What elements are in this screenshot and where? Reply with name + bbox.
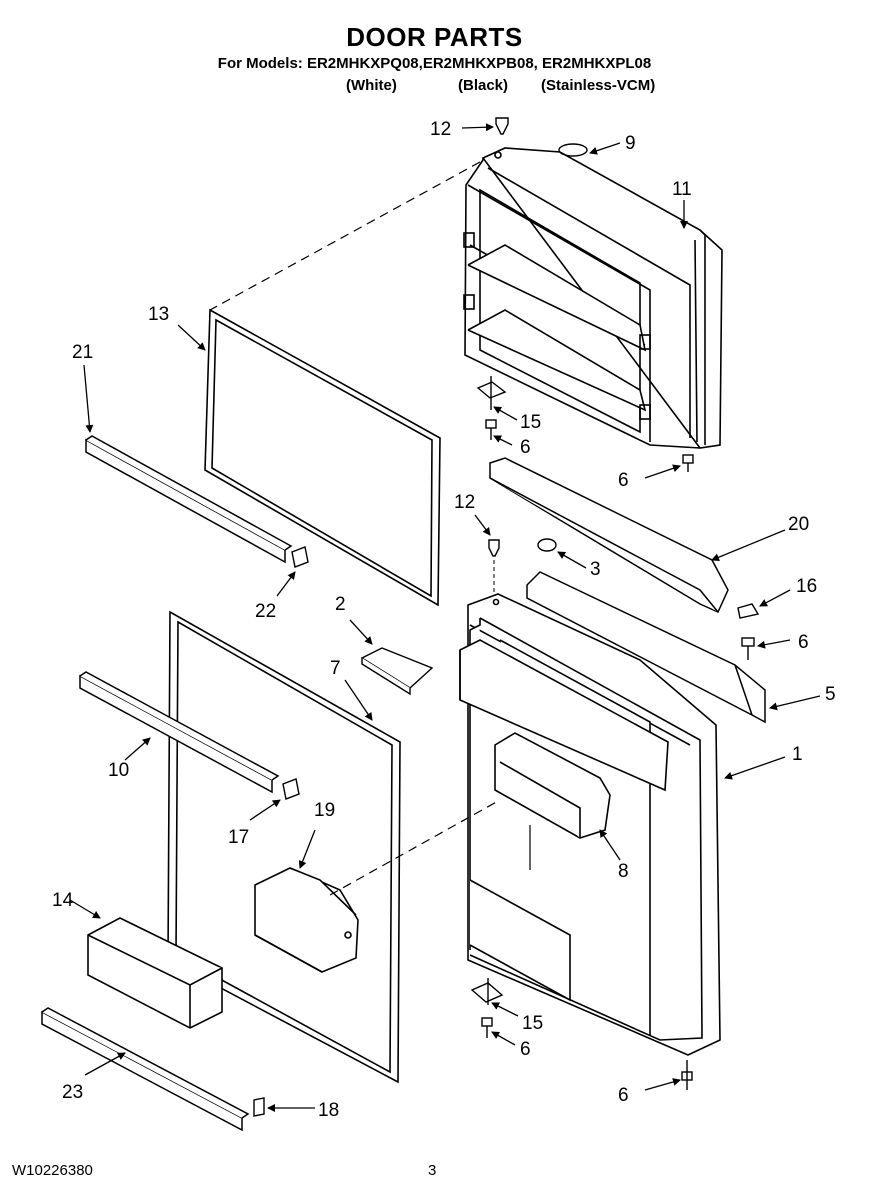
cap-part-16 xyxy=(737,603,760,619)
callout-16: 16 xyxy=(796,576,817,597)
callout-12-top: 12 xyxy=(430,119,451,140)
callout-labels: 12 9 11 13 21 15 6 6 12 20 3 16 22 2 6 7… xyxy=(52,119,836,1121)
hinge-pin-part-12-top xyxy=(495,117,509,135)
variant-white: (White) xyxy=(346,77,397,94)
callout-20: 20 xyxy=(788,514,809,535)
callout-15-lower: 15 xyxy=(522,1013,543,1034)
page-header: DOOR PARTS For Models: ER2MHKXPQ08,ER2MH… xyxy=(0,22,869,73)
callout-leaders xyxy=(69,123,821,1112)
variant-stainless: (Stainless-VCM) xyxy=(541,77,656,94)
freezer-gasket-part-13 xyxy=(204,308,441,607)
screw-part-6-upper xyxy=(485,419,497,440)
callout-10: 10 xyxy=(108,760,129,781)
callout-9: 9 xyxy=(625,133,636,154)
page-title: DOOR PARTS xyxy=(346,22,523,52)
fresh-food-door-part-1 xyxy=(459,593,721,1056)
callout-13: 13 xyxy=(148,304,169,325)
callout-6-freezer: 6 xyxy=(618,470,629,491)
door-shelf-part-21 xyxy=(85,435,293,564)
callout-12-middle: 12 xyxy=(454,492,475,513)
clip-part-17 xyxy=(282,778,300,800)
variant-black: (Black) xyxy=(458,77,509,94)
callout-19: 19 xyxy=(314,800,335,821)
gasket-part-9 xyxy=(558,143,588,157)
callout-15-upper: 15 xyxy=(520,412,541,433)
callout-6-bottom: 6 xyxy=(618,1085,629,1106)
document-number: W10226380 xyxy=(12,1162,93,1179)
callout-14: 14 xyxy=(52,890,74,911)
hinge-pin-part-12-middle xyxy=(488,539,500,557)
model-list: For Models: ER2MHKXPQ08,ER2MHKXPB08, ER2… xyxy=(217,55,652,72)
callout-23: 23 xyxy=(62,1082,83,1103)
callout-17: 17 xyxy=(228,827,249,848)
freezer-door-part-11 xyxy=(463,147,723,449)
clip-part-18 xyxy=(253,1097,265,1117)
hinge-part-15-lower xyxy=(470,978,504,1005)
door-shelf-part-10 xyxy=(79,671,280,794)
callout-8: 8 xyxy=(618,861,629,882)
callout-1: 1 xyxy=(792,744,803,765)
door-shelf-part-23 xyxy=(41,1007,250,1132)
callout-6-trim: 6 xyxy=(798,632,809,653)
screw-part-6-freezer xyxy=(682,454,694,472)
screw-part-6-bottom xyxy=(681,1060,693,1090)
callout-11: 11 xyxy=(672,179,692,200)
door-trim-part-5 xyxy=(526,571,766,724)
callout-21: 21 xyxy=(72,342,93,363)
callout-7: 7 xyxy=(330,658,341,679)
tray-part-2 xyxy=(360,647,434,696)
door-cap-part-20 xyxy=(489,457,729,613)
callout-5: 5 xyxy=(825,684,836,705)
callout-18: 18 xyxy=(318,1100,339,1121)
page-number: 3 xyxy=(428,1162,437,1179)
callout-2: 2 xyxy=(335,594,346,615)
screw-part-6-lower xyxy=(481,1017,493,1038)
screw-part-6-trim xyxy=(741,637,755,660)
door-bin-part-14 xyxy=(87,917,223,1029)
fresh-food-gasket-part-7 xyxy=(167,610,401,1084)
callout-6-upper: 6 xyxy=(520,437,531,458)
plug-part-3 xyxy=(537,538,557,552)
callout-22: 22 xyxy=(255,601,276,622)
dairy-door-part-19 xyxy=(254,867,359,973)
callout-6-lower: 6 xyxy=(520,1039,531,1060)
callout-3: 3 xyxy=(590,559,601,580)
clip-part-22 xyxy=(291,546,309,568)
hinge-part-15-upper xyxy=(476,376,507,410)
